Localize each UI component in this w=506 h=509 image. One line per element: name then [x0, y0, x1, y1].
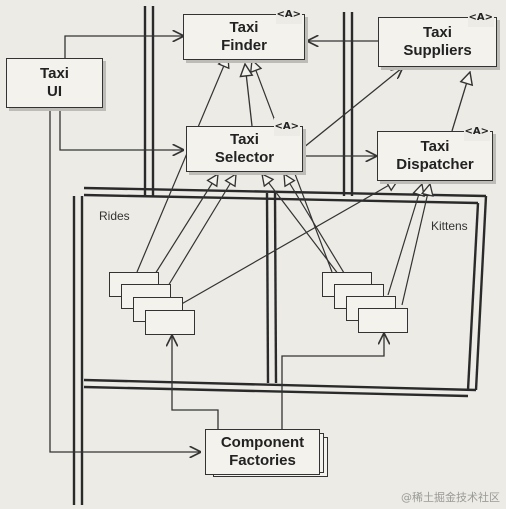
rides-region-label: Rides — [99, 209, 130, 223]
taxi-ui-line1: Taxi — [40, 65, 69, 82]
component-factories-line1: Component — [220, 434, 305, 451]
taxi-suppliers-line2: Suppliers — [403, 42, 472, 59]
partition-bottom-left — [72, 196, 84, 505]
abstract-tag: <A> — [273, 118, 300, 136]
abstract-tag: <A> — [467, 9, 494, 27]
partition-left — [143, 6, 155, 196]
kittens-component — [358, 308, 408, 333]
abstract-tag: <A> — [463, 123, 490, 141]
abstract-tag: <A> — [275, 6, 302, 24]
taxi-ui-line2: UI — [47, 83, 62, 100]
watermark: @稀土掘金技术社区 — [401, 491, 500, 504]
taxi-dispatcher-line1: Taxi — [420, 138, 450, 155]
taxi-suppliers-line1: Taxi — [423, 24, 452, 41]
taxi-dispatcher-line2: Dispatcher — [396, 156, 474, 173]
factory-wires — [172, 334, 384, 430]
taxi-selector-line2: Selector — [214, 149, 275, 166]
rides-wires — [136, 56, 398, 307]
component-factories-line2: Factories — [229, 452, 296, 469]
taxi-selector-line1: Taxi — [230, 131, 259, 148]
kittens-region-label: Kittens — [431, 219, 468, 233]
wire-selector-suppliers — [302, 68, 402, 149]
kittens-wires — [252, 60, 430, 306]
taxi-finder-line1: Taxi — [229, 19, 259, 36]
ui-wires — [49, 36, 200, 452]
partition-right — [342, 12, 354, 196]
wire-dispatcher-suppliers — [451, 72, 470, 132]
rides-component — [145, 310, 195, 335]
wire-selector-finder — [245, 64, 252, 127]
taxi-finder-line2: Finder — [221, 37, 267, 54]
framework-frame — [83, 186, 488, 398]
